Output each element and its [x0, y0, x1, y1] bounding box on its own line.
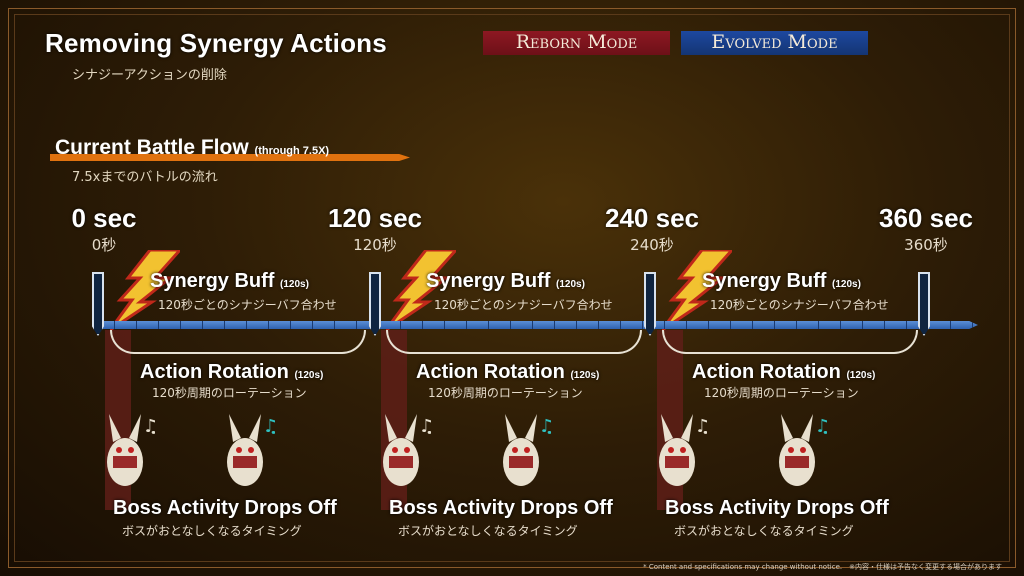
synergy-buff-label: Synergy Buff (120s) — [150, 270, 309, 292]
section-title: Current Battle Flow (through 7.5X) — [55, 136, 329, 160]
svg-text:♫: ♫ — [419, 416, 431, 437]
section-subtitle-jp: 7.5xまでのバトルの流れ — [72, 170, 218, 185]
lightning-icon — [384, 248, 460, 334]
timeline-marker — [92, 272, 104, 336]
timeline-marker — [369, 272, 381, 336]
time-label-jp: 240秒 — [630, 236, 674, 254]
rotation-bracket — [662, 330, 918, 354]
synergy-buff-jp: 120秒ごとのシナジーバフ合わせ — [434, 298, 613, 312]
synergy-buff-label: Synergy Buff (120s) — [426, 270, 585, 292]
boss-character-idle-icon: ♫ — [371, 412, 435, 496]
time-label: 120 sec — [328, 203, 422, 233]
action-rotation-label: Action Rotation (120s) — [140, 361, 324, 383]
time-label: 360 sec — [879, 203, 973, 233]
footer-disclaimer: * Content and specifications may change … — [643, 563, 1002, 571]
boss-character-dancing-icon: ♫ — [215, 412, 279, 496]
timeline-marker — [918, 272, 930, 336]
rotation-bracket — [386, 330, 642, 354]
page-subtitle-jp: シナジーアクションの削除 — [72, 68, 227, 83]
timeline-bar — [100, 321, 978, 329]
boss-character-idle-icon: ♫ — [95, 412, 159, 496]
boss-activity-jp: ボスがおとなしくなるタイミング — [674, 524, 854, 538]
time-label-jp: 0秒 — [91, 236, 117, 254]
timeline-marker — [644, 272, 656, 336]
section-note: (through 7.5X) — [254, 145, 330, 157]
boss-activity-label: Boss Activity Drops Off — [389, 497, 613, 519]
time-label-jp: 120秒 — [353, 236, 397, 254]
page-title: Removing Synergy Actions — [45, 28, 387, 58]
lightning-icon — [108, 248, 184, 334]
time-label: 0 sec — [71, 203, 137, 233]
section-underline — [50, 154, 410, 161]
svg-text:♫: ♫ — [143, 416, 155, 437]
action-rotation-jp: 120秒周期のローテーション — [428, 386, 583, 400]
time-label: 240 sec — [605, 203, 699, 233]
svg-text:♫: ♫ — [695, 416, 707, 437]
boss-character-dancing-icon: ♫ — [767, 412, 831, 496]
action-rotation-label: Action Rotation (120s) — [692, 361, 876, 383]
boss-activity-label: Boss Activity Drops Off — [665, 497, 889, 519]
time-label-jp: 360秒 — [904, 236, 948, 254]
rotation-bracket — [110, 330, 366, 354]
boss-activity-jp: ボスがおとなしくなるタイミング — [398, 524, 578, 538]
action-rotation-label: Action Rotation (120s) — [416, 361, 600, 383]
boss-activity-jp: ボスがおとなしくなるタイミング — [122, 524, 302, 538]
svg-text:♫: ♫ — [539, 416, 551, 437]
boss-activity-label: Boss Activity Drops Off — [113, 497, 337, 519]
boss-character-idle-icon: ♫ — [647, 412, 711, 496]
svg-text:♫: ♫ — [263, 416, 275, 437]
action-rotation-jp: 120秒周期のローテーション — [152, 386, 307, 400]
synergy-buff-label: Synergy Buff (120s) — [702, 270, 861, 292]
synergy-buff-jp: 120秒ごとのシナジーバフ合わせ — [710, 298, 889, 312]
lightning-icon — [660, 248, 736, 334]
synergy-buff-jp: 120秒ごとのシナジーバフ合わせ — [158, 298, 337, 312]
boss-character-dancing-icon: ♫ — [491, 412, 555, 496]
evolved-mode-badge: Evolved Mode — [681, 31, 868, 55]
section-title-text: Current Battle Flow — [55, 136, 249, 159]
reborn-mode-badge: Reborn Mode — [483, 31, 670, 55]
svg-text:♫: ♫ — [815, 416, 827, 437]
action-rotation-jp: 120秒周期のローテーション — [704, 386, 859, 400]
